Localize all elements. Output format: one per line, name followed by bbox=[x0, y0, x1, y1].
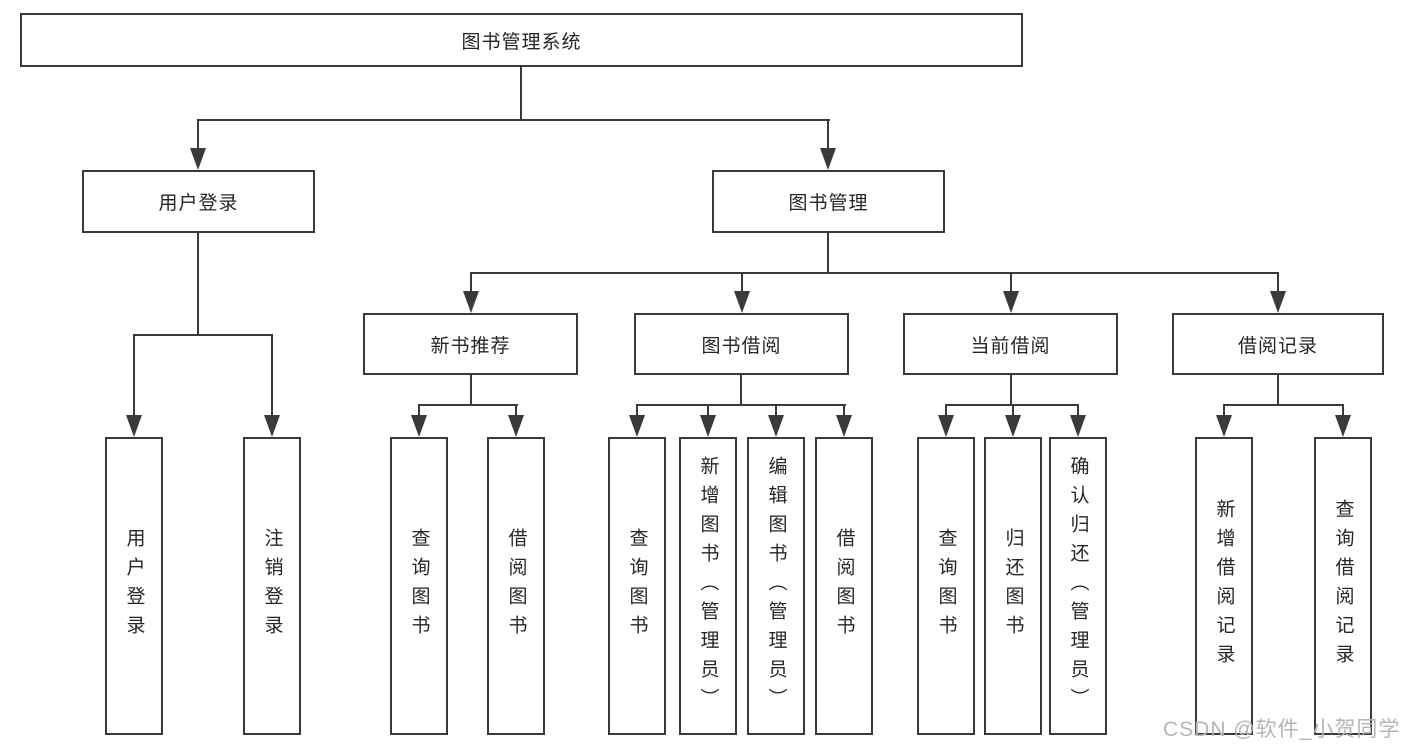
connector-drop-new-book-recommend bbox=[470, 272, 472, 294]
node-borrow-records: 借阅记录 bbox=[1172, 313, 1384, 375]
node-label: 图书借阅 bbox=[701, 335, 782, 357]
leaf-edit-books-admin: 编辑图书（管理员） bbox=[747, 437, 805, 735]
connector-user-login-hline bbox=[133, 334, 273, 336]
connector-drop-leaf bbox=[515, 404, 517, 418]
arrow-down-icon bbox=[1070, 415, 1086, 437]
node-label: 用户登录 bbox=[158, 193, 239, 214]
connector-borrow-records-stem bbox=[1277, 374, 1279, 406]
connector-new-book-hline bbox=[418, 404, 518, 406]
leaf-user-login: 用户登录 bbox=[105, 437, 163, 735]
node-label: 当前借阅 bbox=[970, 335, 1051, 357]
arrow-down-icon bbox=[629, 415, 645, 437]
arrow-down-icon bbox=[190, 148, 206, 170]
connector-drop-leaf bbox=[1342, 404, 1344, 418]
node-label: 图书管理 bbox=[788, 193, 869, 214]
arrow-down-icon bbox=[836, 415, 852, 437]
node-library-management-system: 图书管理系统 bbox=[20, 13, 1023, 67]
connector-drop-leaf bbox=[271, 334, 273, 418]
arrow-down-icon bbox=[126, 415, 142, 437]
connector-current-borrowing-stem bbox=[1010, 374, 1012, 406]
arrow-down-icon bbox=[411, 415, 427, 437]
leaf-label: 用户登录 bbox=[123, 528, 145, 644]
connector-root-stem bbox=[520, 66, 522, 120]
connector-drop-leaf bbox=[1012, 404, 1014, 418]
leaf-borrow-books-recommend: 借阅图书 bbox=[487, 437, 545, 735]
connector-book-management-stem bbox=[827, 233, 829, 274]
connector-drop-leaf bbox=[1223, 404, 1225, 418]
connector-drop-leaf bbox=[843, 404, 845, 418]
node-label: 图书管理系统 bbox=[461, 31, 582, 53]
connector-drop-borrow-records bbox=[1277, 272, 1279, 294]
arrow-down-icon bbox=[1005, 415, 1021, 437]
leaf-label: 新增图书（管理员） bbox=[697, 455, 719, 717]
connector-drop-leaf bbox=[133, 334, 135, 418]
leaf-label: 借阅图书 bbox=[833, 528, 855, 644]
arrow-down-icon bbox=[508, 415, 524, 437]
connector-root-hline bbox=[197, 119, 830, 121]
connector-drop-current-borrowing bbox=[1010, 272, 1012, 294]
connector-drop-leaf bbox=[418, 404, 420, 418]
connector-drop-leaf bbox=[945, 404, 947, 418]
connector-drop-leaf bbox=[636, 404, 638, 418]
leaf-label: 编辑图书（管理员） bbox=[765, 455, 787, 717]
arrow-down-icon bbox=[463, 291, 479, 313]
leaf-query-books-recommend: 查询图书 bbox=[390, 437, 448, 735]
arrow-down-icon bbox=[820, 148, 836, 170]
connector-drop-leaf bbox=[1077, 404, 1079, 418]
arrow-down-icon bbox=[1216, 415, 1232, 437]
connector-book-borrowing-hline bbox=[636, 404, 846, 406]
leaf-label: 归还图书 bbox=[1002, 528, 1024, 644]
leaf-add-borrow-record: 新增借阅记录 bbox=[1195, 437, 1253, 735]
node-book-borrowing: 图书借阅 bbox=[634, 313, 849, 375]
leaf-label: 查询图书 bbox=[626, 528, 648, 644]
arrow-down-icon bbox=[734, 291, 750, 313]
leaf-add-books-admin: 新增图书（管理员） bbox=[679, 437, 737, 735]
leaf-label: 查询图书 bbox=[408, 528, 430, 644]
node-current-borrowing: 当前借阅 bbox=[903, 313, 1118, 375]
node-user-login: 用户登录 bbox=[82, 170, 315, 233]
leaf-label: 查询借阅记录 bbox=[1332, 499, 1354, 673]
connector-drop-book-management bbox=[827, 119, 829, 151]
connector-drop-leaf bbox=[775, 404, 777, 418]
leaf-label: 确认归还（管理员） bbox=[1067, 455, 1089, 717]
node-label: 借阅记录 bbox=[1237, 335, 1318, 357]
leaf-query-books-current: 查询图书 bbox=[917, 437, 975, 735]
connector-drop-leaf bbox=[707, 404, 709, 418]
leaf-logout: 注销登录 bbox=[243, 437, 301, 735]
leaf-label: 查询图书 bbox=[935, 528, 957, 644]
arrow-down-icon bbox=[264, 415, 280, 437]
connector-borrow-records-hline bbox=[1223, 404, 1344, 406]
connector-drop-book-borrowing bbox=[741, 272, 743, 294]
arrow-down-icon bbox=[938, 415, 954, 437]
leaf-label: 借阅图书 bbox=[505, 528, 527, 644]
arrow-down-icon bbox=[1003, 291, 1019, 313]
arrow-down-icon bbox=[768, 415, 784, 437]
connector-user-login-stem bbox=[197, 233, 199, 335]
arrow-down-icon bbox=[700, 415, 716, 437]
arrow-down-icon bbox=[1335, 415, 1351, 437]
connector-book-borrowing-stem bbox=[740, 374, 742, 406]
leaf-confirm-return-admin: 确认归还（管理员） bbox=[1049, 437, 1107, 735]
connector-new-book-stem bbox=[470, 374, 472, 406]
node-label: 新书推荐 bbox=[430, 335, 511, 357]
leaf-borrow-books: 借阅图书 bbox=[815, 437, 873, 735]
leaf-query-borrow-record: 查询借阅记录 bbox=[1314, 437, 1372, 735]
connector-book-management-hline bbox=[470, 272, 1279, 274]
node-book-management: 图书管理 bbox=[712, 170, 945, 233]
leaf-query-books-borrowing: 查询图书 bbox=[608, 437, 666, 735]
arrow-down-icon bbox=[1270, 291, 1286, 313]
connector-drop-user-login bbox=[197, 119, 199, 151]
leaf-label: 新增借阅记录 bbox=[1213, 499, 1235, 673]
leaf-return-books: 归还图书 bbox=[984, 437, 1042, 735]
csdn-watermark: CSDN @软件_小贺同学 bbox=[1163, 718, 1401, 741]
leaf-label: 注销登录 bbox=[261, 528, 283, 644]
node-new-book-recommend: 新书推荐 bbox=[363, 313, 578, 375]
